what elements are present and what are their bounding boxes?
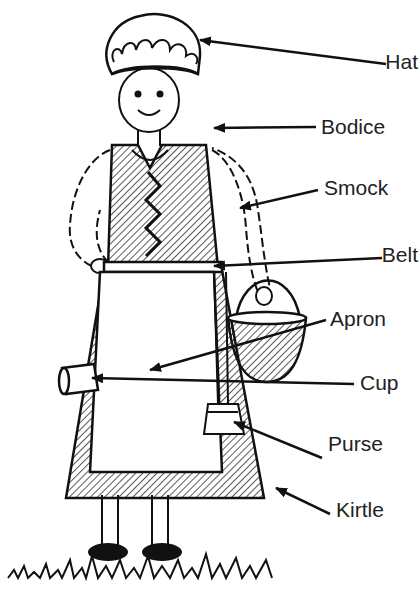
bodice xyxy=(108,145,218,268)
hat xyxy=(107,14,201,74)
purse xyxy=(208,411,238,413)
head xyxy=(119,68,179,132)
shoes xyxy=(88,543,128,561)
leader-arrow xyxy=(234,422,322,458)
part-label: Hat xyxy=(385,50,418,74)
part-label: Belt xyxy=(382,243,418,267)
legs xyxy=(167,495,169,545)
legs xyxy=(151,495,153,545)
leader-arrow xyxy=(92,378,354,384)
part-label: Bodice xyxy=(321,115,385,139)
neck xyxy=(132,150,168,160)
part-label: Apron xyxy=(330,307,386,331)
leader-arrow xyxy=(150,320,326,370)
part-label: Purse xyxy=(328,432,383,456)
smock-sleeves xyxy=(70,150,110,268)
bodice xyxy=(146,172,160,256)
apron xyxy=(90,272,222,472)
shoes xyxy=(88,543,182,561)
leader-arrows xyxy=(92,40,386,514)
part-label: Kirtle xyxy=(336,498,384,522)
belt xyxy=(104,262,222,272)
part-label: Smock xyxy=(324,176,388,200)
apron xyxy=(90,272,222,472)
hat xyxy=(112,40,197,64)
leader-arrow xyxy=(214,258,382,266)
leader-arrow xyxy=(214,127,316,128)
head xyxy=(119,68,179,132)
head xyxy=(138,110,160,115)
head xyxy=(158,92,163,97)
basket xyxy=(228,280,306,382)
grass xyxy=(8,554,272,578)
hands xyxy=(256,287,272,305)
leader-arrow xyxy=(276,488,330,514)
belt xyxy=(104,262,222,272)
leader-arrow xyxy=(200,40,386,64)
bodice xyxy=(108,145,218,268)
legs xyxy=(101,495,103,545)
purse xyxy=(204,404,244,434)
shoes xyxy=(142,543,182,561)
purse xyxy=(214,272,218,404)
part-label: Cup xyxy=(360,371,399,395)
basket xyxy=(228,318,306,382)
cup xyxy=(59,368,69,394)
hat xyxy=(112,68,198,74)
hat xyxy=(107,14,201,74)
basket xyxy=(228,312,306,324)
legs xyxy=(102,495,168,545)
grass xyxy=(8,554,272,578)
leader-arrow xyxy=(240,190,318,208)
head xyxy=(136,92,141,97)
purse xyxy=(226,272,228,404)
legs xyxy=(117,495,119,545)
